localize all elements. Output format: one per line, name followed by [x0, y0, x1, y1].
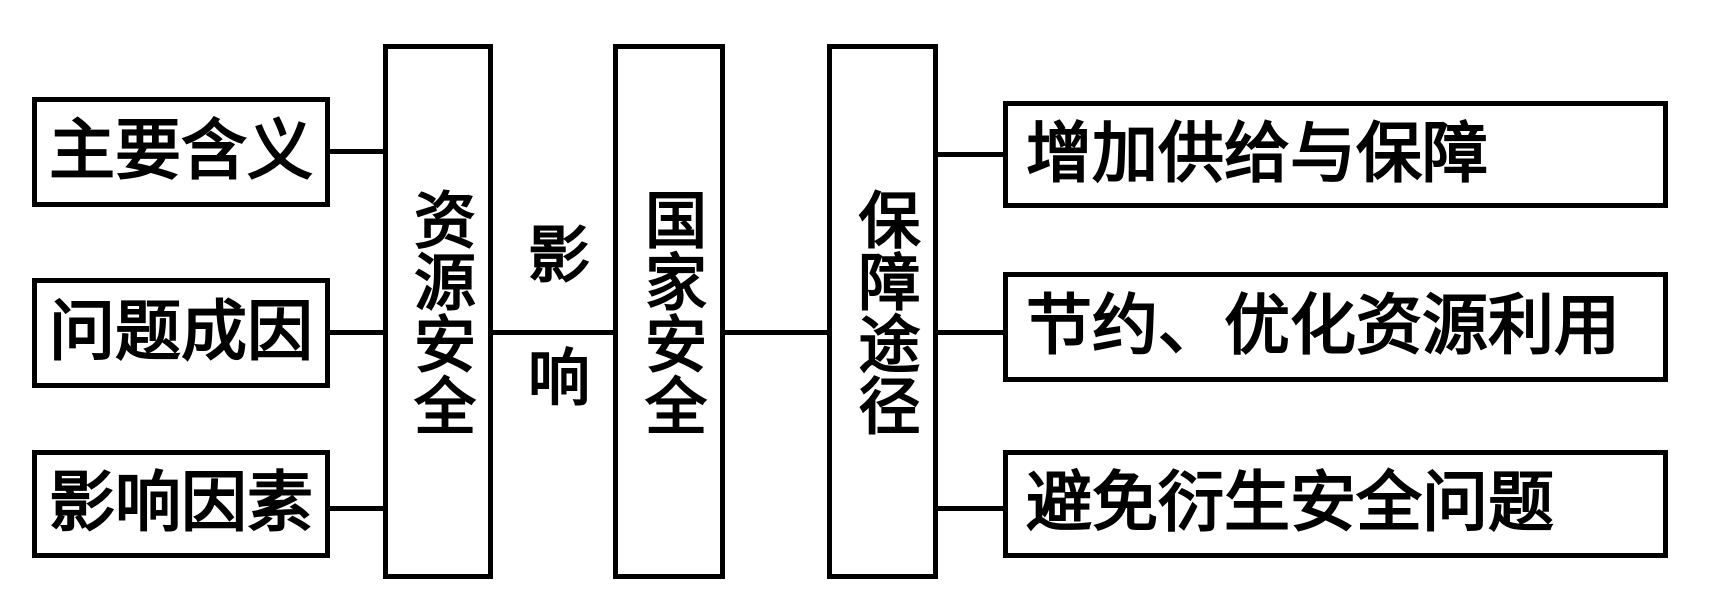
box-resource-security-label: 资源安全 — [404, 187, 472, 436]
connector-safeguard-to-increase-supply — [938, 152, 1003, 157]
connector-safeguard-to-avoid-derived-issues — [938, 506, 1003, 511]
edge-label-influence: 影响 — [518, 222, 586, 468]
box-resource-security: 资源安全 — [383, 44, 493, 579]
box-safeguard-approaches-label: 保障途径 — [848, 187, 917, 436]
connector-problem-causes-to-resource-security — [330, 330, 383, 335]
box-influencing-factors: 影响因素 — [32, 450, 330, 558]
box-conserve-optimize-resource-use: 节约、优化资源利用 — [1003, 272, 1668, 382]
box-national-security: 国家安全 — [613, 44, 725, 579]
box-conserve-optimize-resource-use-label: 节约、优化资源利用 — [1026, 290, 1620, 363]
connector-safeguard-to-conserve-optimize — [938, 330, 1003, 335]
box-influencing-factors-label: 影响因素 — [49, 467, 313, 540]
box-main-meaning-label: 主要含义 — [49, 115, 313, 188]
box-problem-causes-label: 问题成因 — [49, 296, 313, 369]
box-main-meaning: 主要含义 — [32, 97, 330, 207]
connector-resource-security-to-national-security — [493, 330, 613, 335]
connector-main-meaning-to-resource-security — [330, 149, 383, 154]
box-national-security-label: 国家安全 — [635, 187, 703, 436]
box-avoid-derived-safety-issues-label: 避免衍生安全问题 — [1026, 467, 1554, 540]
connector-national-security-to-safeguard-approaches — [725, 330, 827, 335]
box-avoid-derived-safety-issues: 避免衍生安全问题 — [1003, 450, 1668, 558]
box-increase-supply-guarantee: 增加供给与保障 — [1003, 101, 1668, 208]
box-problem-causes: 问题成因 — [32, 278, 330, 388]
box-safeguard-approaches: 保障途径 — [827, 44, 938, 579]
connector-influencing-factors-to-resource-security — [330, 506, 383, 511]
box-increase-supply-guarantee-label: 增加供给与保障 — [1026, 117, 1488, 191]
